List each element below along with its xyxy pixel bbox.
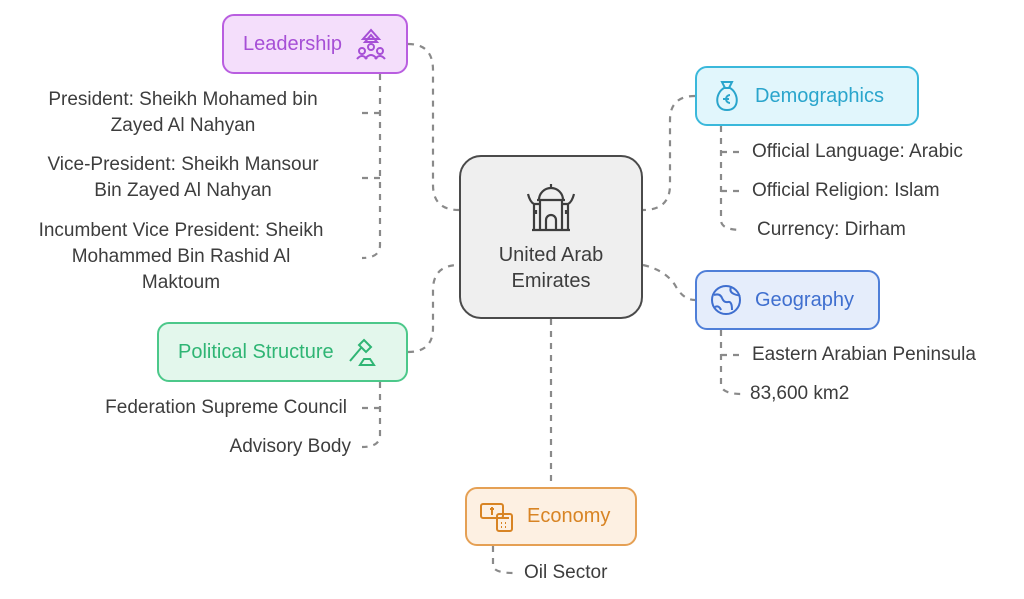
demographics-item: Currency: Dirham xyxy=(757,219,906,240)
leadership-label: Leadership xyxy=(243,32,342,55)
connector-political xyxy=(407,263,460,354)
economy-item: Oil Sector xyxy=(524,562,608,583)
item-text: Maktoum xyxy=(141,272,221,293)
demographics-label: Demographics xyxy=(755,84,884,107)
leadership-item: Incumbent Vice President: Sheikh Mohamme… xyxy=(14,218,348,296)
item-text: Vice-President: Sheikh Mansour xyxy=(47,154,319,175)
people-hierarchy-icon xyxy=(356,28,386,60)
item-text: Bin Zayed Al Nahyan xyxy=(94,180,272,201)
connector-demographics xyxy=(642,94,696,212)
geography-item: 83,600 km2 xyxy=(750,383,850,404)
globe-icon xyxy=(711,285,741,315)
connector-geography xyxy=(642,263,696,302)
political-items-connector xyxy=(361,382,382,449)
item-text: Incumbent Vice President: Sheikh xyxy=(38,220,324,241)
demographics-node[interactable]: Demographics xyxy=(695,66,919,126)
demographics-items-connector xyxy=(719,126,743,232)
geography-item: Eastern Arabian Peninsula xyxy=(752,344,976,365)
political-structure-label: Political Structure xyxy=(178,340,334,363)
mosque-icon xyxy=(526,184,576,232)
leadership-items-connector xyxy=(361,74,382,260)
political-structure-node[interactable]: Political Structure xyxy=(157,322,408,382)
item-text: Zayed Al Nahyan xyxy=(110,115,256,136)
geography-items-connector xyxy=(719,330,743,396)
center-label-line1: United Arab xyxy=(498,244,604,266)
demographics-item: Official Language: Arabic xyxy=(752,141,963,162)
item-text: Mohammed Bin Rashid Al xyxy=(71,246,291,267)
leadership-item: President: Sheikh Mohamed bin Zayed Al N… xyxy=(18,87,348,139)
demographics-item: Official Religion: Islam xyxy=(752,180,940,201)
center-label-line2: Emirates xyxy=(511,270,591,292)
economy-node[interactable]: Economy xyxy=(465,487,637,546)
connector-leadership xyxy=(407,42,460,212)
item-text: President: Sheikh Mohamed bin xyxy=(48,89,318,110)
economy-label: Economy xyxy=(527,505,611,527)
leadership-node[interactable]: Leadership xyxy=(222,14,408,74)
political-item: Advisory Body xyxy=(229,436,351,457)
economy-items-connector xyxy=(491,546,515,575)
geography-label: Geography xyxy=(755,288,854,311)
leadership-item: Vice-President: Sheikh Mansour Bin Zayed… xyxy=(18,152,348,204)
political-item: Federation Supreme Council xyxy=(105,397,347,418)
money-bag-icon xyxy=(716,81,738,112)
center-node[interactable]: United Arab Emirates xyxy=(459,155,643,319)
cash-calculator-icon xyxy=(480,502,513,532)
gavel-icon xyxy=(348,338,376,366)
geography-node[interactable]: Geography xyxy=(695,270,880,330)
